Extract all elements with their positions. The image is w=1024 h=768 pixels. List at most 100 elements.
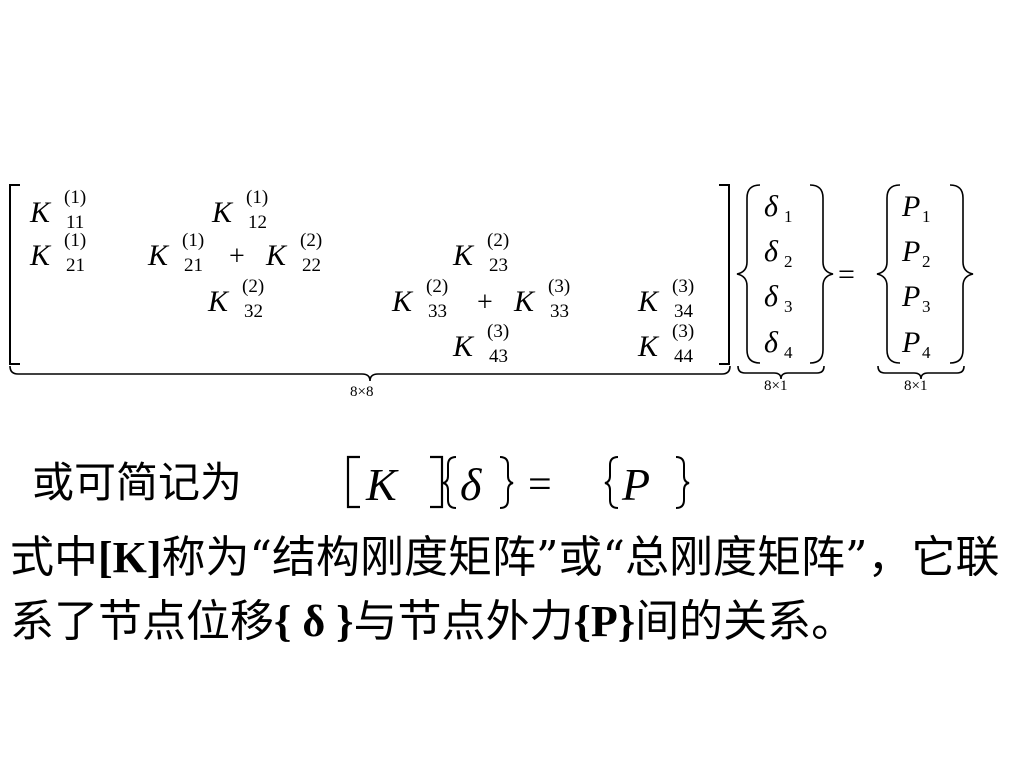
k-symbol: K bbox=[637, 285, 660, 318]
svg-text:2: 2 bbox=[784, 252, 793, 271]
matrix-right-bracket bbox=[719, 184, 730, 365]
p-left-bracket bbox=[876, 184, 901, 364]
svg-text:3: 3 bbox=[784, 297, 793, 316]
plus-sign: + bbox=[477, 287, 493, 318]
entry-subscript: 44 bbox=[674, 346, 694, 367]
entry-subscript: 11 bbox=[66, 212, 84, 233]
k-symbol: K bbox=[207, 285, 230, 318]
description-paragraph: 式中[K]称为“结构刚度矩阵”或“总刚度矩阵”，它联系了节点位移{ δ }与节点… bbox=[10, 526, 1010, 654]
delta-entry-2: δ 2 bbox=[764, 235, 793, 271]
shorthand-k: K bbox=[365, 459, 399, 510]
k-matrix-label: [K] bbox=[98, 533, 162, 582]
svg-text:P: P bbox=[901, 326, 920, 359]
description-part-3: 与节点外力 bbox=[353, 596, 574, 647]
matrix-entry-k32-2: K (2) 32 bbox=[207, 276, 264, 322]
svg-text:δ: δ bbox=[764, 326, 779, 359]
matrix-left-bracket bbox=[9, 184, 20, 365]
entry-subscript: 33 bbox=[428, 301, 447, 322]
shorthand-p: P bbox=[621, 459, 650, 510]
description-part-2: 称为“结构刚度矩阵”或“总刚度矩阵”，它联系了节点位移 bbox=[10, 532, 1000, 647]
entry-subscript: 21 bbox=[184, 255, 203, 276]
svg-text:4: 4 bbox=[922, 343, 931, 362]
entry-subscript: 34 bbox=[674, 301, 694, 322]
entry-subscript: 12 bbox=[248, 212, 267, 233]
svg-text:P: P bbox=[901, 235, 920, 268]
p-braces-label: {P} bbox=[573, 597, 636, 646]
matrix-entry-k21-1: K (1) 21 bbox=[29, 230, 86, 276]
svg-text:2: 2 bbox=[922, 252, 931, 271]
svg-text:1: 1 bbox=[922, 207, 931, 226]
k-symbol: K bbox=[29, 196, 52, 229]
delta-size-label: 8×1 bbox=[764, 378, 787, 394]
k-symbol: K bbox=[391, 285, 414, 318]
matrix-entry-k23-2: K (2) 23 bbox=[452, 230, 509, 276]
entry-superscript: (2) bbox=[300, 230, 322, 251]
p-right-bracket bbox=[949, 184, 974, 364]
k-right-bracket bbox=[430, 455, 444, 509]
description-part-1: 式中 bbox=[10, 532, 98, 583]
matrix-entry-k21-1-sum: K (1) 21 bbox=[147, 230, 204, 276]
p-brace-left bbox=[604, 456, 619, 509]
entry-superscript: (1) bbox=[64, 230, 86, 251]
matrix-entry-k34-3: K (3) 34 bbox=[637, 276, 694, 322]
entry-superscript: (3) bbox=[672, 276, 694, 297]
k-symbol: K bbox=[452, 239, 475, 272]
shorthand-label: 或可简记为 bbox=[32, 458, 242, 507]
matrix-entry-k12-1: K (1) 12 bbox=[211, 187, 268, 233]
delta-underbrace bbox=[737, 365, 825, 380]
delta-braces-label: { δ } bbox=[274, 597, 354, 646]
p-size-label: 8×1 bbox=[904, 378, 927, 394]
equals-sign: = bbox=[838, 258, 855, 291]
matrix-size-label: 8×8 bbox=[350, 384, 373, 400]
delta-brace-right bbox=[499, 456, 514, 509]
entry-subscript: 23 bbox=[489, 255, 508, 276]
entry-superscript: (1) bbox=[64, 187, 86, 208]
svg-text:P: P bbox=[901, 190, 920, 223]
shorthand-delta: δ bbox=[460, 459, 482, 510]
entry-superscript: (2) bbox=[242, 276, 264, 297]
entry-subscript: 43 bbox=[489, 346, 508, 367]
entry-subscript: 22 bbox=[302, 255, 321, 276]
matrix-entry-k43-3: K (3) 43 bbox=[452, 321, 509, 367]
plus-sign: + bbox=[229, 241, 245, 272]
entry-superscript: (3) bbox=[487, 321, 509, 342]
delta-brace-left bbox=[442, 456, 457, 509]
entry-subscript: 32 bbox=[244, 301, 263, 322]
svg-text:1: 1 bbox=[784, 207, 793, 226]
entry-subscript: 21 bbox=[66, 255, 85, 276]
matrix-entry-k33-3: K (3) 33 bbox=[513, 276, 570, 322]
shorthand-equation: K δ = P bbox=[346, 455, 690, 510]
matrix-entry-k22-2: K (2) 22 bbox=[265, 230, 322, 276]
p-entry-4: P 4 bbox=[901, 326, 931, 362]
entry-superscript: (2) bbox=[426, 276, 448, 297]
entry-superscript: (1) bbox=[246, 187, 268, 208]
delta-right-bracket bbox=[809, 184, 834, 364]
k-symbol: K bbox=[452, 330, 475, 363]
svg-text:δ: δ bbox=[764, 235, 779, 268]
p-brace-right bbox=[675, 456, 690, 509]
entry-superscript: (1) bbox=[182, 230, 204, 251]
svg-text:4: 4 bbox=[784, 343, 793, 362]
p-entry-3: P 3 bbox=[901, 280, 931, 316]
k-left-bracket bbox=[346, 455, 360, 509]
delta-entry-1: δ 1 bbox=[764, 190, 793, 226]
svg-text:3: 3 bbox=[922, 297, 931, 316]
k-symbol: K bbox=[513, 285, 536, 318]
shorthand-equals: = bbox=[528, 462, 552, 508]
k-symbol: K bbox=[29, 239, 52, 272]
description-part-4: 间的关系。 bbox=[635, 596, 856, 647]
delta-left-bracket bbox=[736, 184, 761, 364]
svg-text:δ: δ bbox=[764, 190, 779, 223]
matrix-entry-k33-2: K (2) 33 bbox=[391, 276, 448, 322]
p-underbrace bbox=[877, 365, 965, 380]
delta-entry-4: δ 4 bbox=[764, 326, 793, 362]
svg-text:P: P bbox=[901, 280, 920, 313]
matrix-entry-k11-1: K (1) 11 bbox=[29, 187, 86, 233]
matrix-underbrace bbox=[9, 365, 731, 382]
svg-text:δ: δ bbox=[764, 280, 779, 313]
p-entry-1: P 1 bbox=[901, 190, 931, 226]
entry-subscript: 33 bbox=[550, 301, 569, 322]
k-symbol: K bbox=[147, 239, 170, 272]
matrix-entry-k44-3: K (3) 44 bbox=[637, 321, 694, 367]
